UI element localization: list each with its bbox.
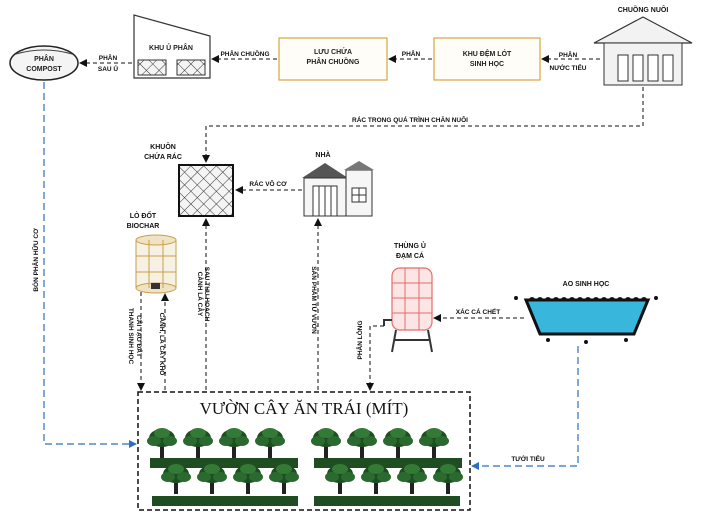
chuong-nuoi-label: CHUỒNG NUÔI bbox=[618, 4, 669, 14]
edge-xac-ca-chet: XÁC CÁ CHẾT bbox=[456, 306, 500, 316]
khuon-line2: CHỨA RÁC bbox=[144, 152, 182, 161]
luu-chua-line2: PHÂN CHUỒNG bbox=[307, 56, 360, 66]
biochar-line2: BIOCHAR bbox=[127, 223, 160, 230]
edge-rac-chan-nuoi-line bbox=[202, 87, 644, 163]
khu-u-phan-label: KHU Ủ PHÂN bbox=[149, 43, 193, 52]
luu-chua-line1: LƯU CHỨA bbox=[314, 47, 352, 56]
khu-dem-lot-box: KHU ĐỆM LÓT SINH HỌC bbox=[433, 37, 541, 81]
edge-canh-la-cay-sau-2: SAU THU HOẠCH bbox=[203, 267, 210, 322]
edge-phan-nuoc-tieu-2: NƯỚC TIỂU bbox=[550, 63, 587, 72]
phan-compost-line2: COMPOST bbox=[26, 66, 62, 73]
khuon-line1: KHUÔN bbox=[150, 142, 176, 151]
edge-rac-trong-qua-trinh: RÁC TRONG QUÁ TRÌNH CHĂN NUÔI bbox=[352, 115, 468, 124]
khu-dem-lot-line1: KHU ĐỆM LÓT bbox=[463, 49, 512, 58]
luu-chua-box: LƯU CHỨA PHÂN CHUỒNG bbox=[278, 37, 388, 81]
thung-u-line2: ĐẠM CÁ bbox=[396, 251, 424, 260]
phan-compost-node: PHÂN COMPOST bbox=[9, 45, 79, 81]
thung-u-dam-ca: THÙNG Ủ ĐẠM CÁ bbox=[383, 241, 433, 353]
khuon-chua-rac-box bbox=[178, 164, 234, 217]
edge-canh-la-cay-sau-1: CÀNH LÁ CÂY bbox=[196, 272, 205, 317]
ao-sinh-hoc-label: AO SINH HỌC bbox=[563, 281, 610, 288]
edge-canh-la-cay-kho: CÀNH, LÁ CÂY KHÔ bbox=[158, 313, 167, 376]
edge-thanh-sinh-hoc-1: THANH SINH HỌC bbox=[127, 308, 134, 365]
edge-phan-nuoc-tieu-1: PHÂN bbox=[559, 50, 578, 59]
khu-dem-lot-line2: SINH HỌC bbox=[470, 61, 504, 68]
edge-phan-long-line bbox=[366, 325, 384, 391]
edge-san-pham-tu-vuon: SẢN PHẨM TỪ VƯỜN bbox=[310, 266, 319, 334]
top-row-arrows bbox=[79, 55, 600, 67]
vuon-title: VƯỜN CÂY ĂN TRÁI (MÍT) bbox=[200, 399, 409, 418]
ao-sinh-hoc-pond: AO SINH HỌC bbox=[514, 281, 658, 344]
edge-phan-sau-u-2: SAU Ủ bbox=[98, 64, 119, 73]
thung-u-line1: THÙNG Ủ bbox=[394, 241, 426, 250]
edge-rac-vo-co: RÁC VÔ CƠ bbox=[249, 179, 287, 188]
edge-tuoi-tieu-line bbox=[471, 346, 579, 470]
khu-u-phan-shed: KHU Ủ PHÂN bbox=[133, 14, 211, 79]
edge-phan-chuong: PHÂN CHUỒNG bbox=[220, 48, 269, 58]
biochar-line1: LÒ ĐỐT bbox=[130, 210, 157, 220]
edge-bon-phan-line bbox=[43, 82, 137, 448]
edge-phan: PHÂN bbox=[402, 49, 421, 58]
chuong-nuoi-barn: CHUỒNG NUÔI bbox=[593, 4, 693, 86]
vuon-garden: VƯỜN CÂY ĂN TRÁI (MÍT) bbox=[137, 391, 471, 511]
edge-thanh-sinh-hoc-2: CẢI TẠO ĐẤT bbox=[135, 315, 145, 357]
edge-phan-sau-u-1: PHÂN bbox=[99, 53, 118, 62]
edge-tuoi-tieu: TƯỚI TIÊU bbox=[511, 454, 545, 463]
edge-phan-long: PHÂN LỎNG bbox=[355, 321, 364, 360]
edge-bon-phan-huu-co: BÓN PHÂN HỮU CƠ bbox=[31, 228, 40, 292]
phan-compost-line1: PHÂN bbox=[34, 54, 54, 63]
nha-label: NHÀ bbox=[315, 150, 330, 159]
lo-dot-biochar: LÒ ĐỐT BIOCHAR bbox=[127, 210, 177, 294]
nha-house: NHÀ bbox=[302, 150, 374, 217]
